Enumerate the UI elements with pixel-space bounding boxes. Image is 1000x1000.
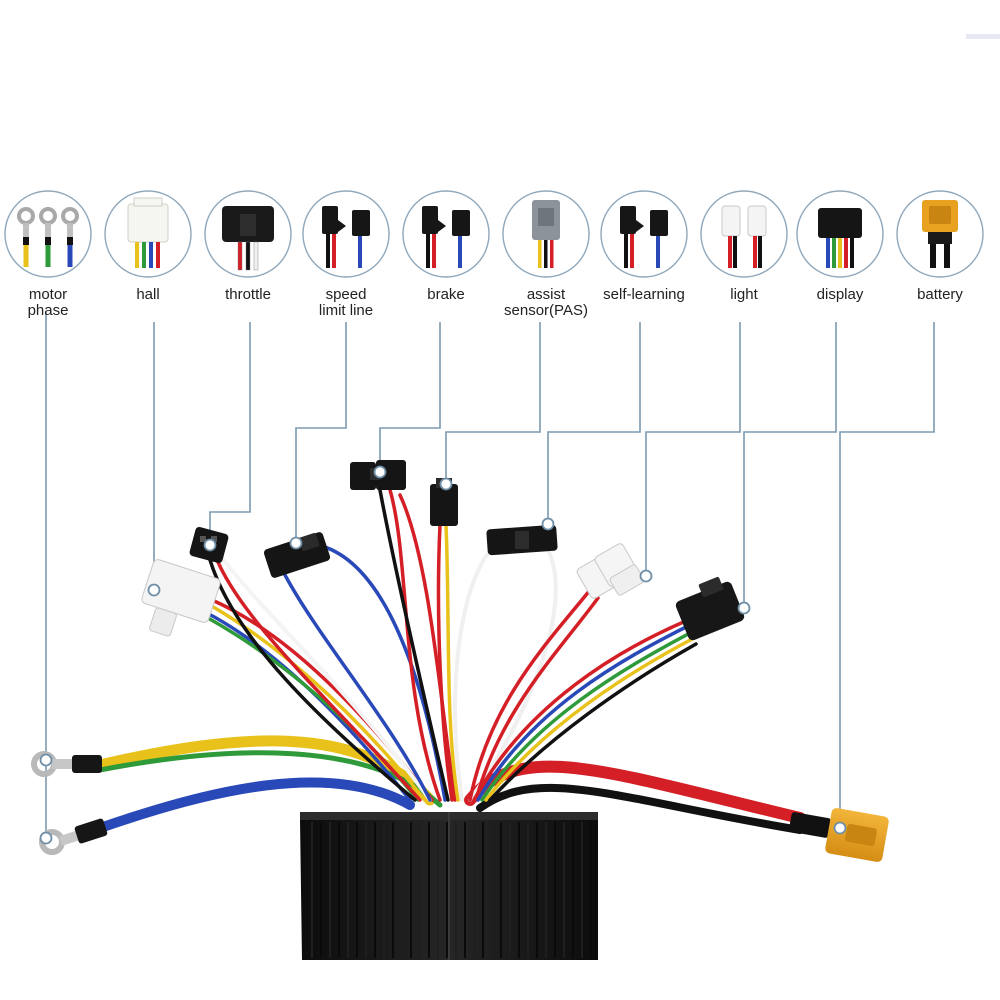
label-brake: brake [391, 287, 501, 303]
label-line: light [689, 287, 799, 303]
endpoint-dot [835, 823, 846, 834]
label-line: limit line [291, 303, 401, 319]
ring-terminal-blue [42, 818, 108, 852]
label-light: light [689, 287, 799, 303]
endpoint-dot [641, 571, 652, 582]
leader-line-self-learning [548, 322, 640, 524]
endpoint-dot [441, 479, 452, 490]
display-connector [674, 576, 745, 641]
connector-circle-motor-phase [5, 191, 91, 277]
endpoint-dot [739, 603, 750, 614]
controller-box [300, 812, 598, 960]
connector-circles [5, 191, 983, 277]
label-line: display [785, 287, 895, 303]
connector-circle-throttle [205, 191, 291, 277]
leader-line-brake [380, 322, 440, 472]
endpoint-dot [41, 755, 52, 766]
label-line: hall [93, 287, 203, 303]
connector-circle-speed-limit-line [303, 191, 389, 277]
leader-line-battery [840, 322, 934, 828]
leader-line-display [744, 322, 836, 608]
endpoint-dot [41, 833, 52, 844]
endpoint-dot [205, 540, 216, 551]
label-line: self-learning [589, 287, 699, 303]
label-line: assist [491, 287, 601, 303]
label-throttle: throttle [193, 287, 303, 303]
connector-circle-brake [403, 191, 489, 277]
label-line: phase [0, 303, 103, 319]
leader-line-speed-limit [296, 322, 346, 543]
label-line: throttle [193, 287, 303, 303]
light-connector [576, 542, 645, 599]
hall-connector [141, 558, 222, 637]
label-line: motor [0, 287, 103, 303]
harness-connectors [141, 460, 890, 863]
leader-line-throttle [210, 322, 250, 545]
endpoint-dot [375, 467, 386, 478]
battery-xt60-connector [789, 807, 890, 862]
label-line: speed [291, 287, 401, 303]
connector-circle-display [797, 191, 883, 277]
connector-circle-light [701, 191, 787, 277]
label-battery: battery [885, 287, 995, 303]
label-hall: hall [93, 287, 203, 303]
label-line: sensor(PAS) [491, 303, 601, 319]
leader-line-assist [446, 322, 540, 484]
connector-circle-self-learning [601, 191, 687, 277]
label-display: display [785, 287, 895, 303]
display-wire-black [490, 644, 696, 800]
endpoint-dot [149, 585, 160, 596]
leader-line-light [646, 322, 740, 576]
connector-circle-battery [897, 191, 983, 277]
label-self-learning: self-learning [589, 287, 699, 303]
endpoint-dot [291, 538, 302, 549]
label-line: brake [391, 287, 501, 303]
connector-circle-assist-sensor [503, 191, 589, 277]
label-line: battery [885, 287, 995, 303]
endpoint-dot [543, 519, 554, 530]
connector-circle-hall [105, 191, 191, 277]
